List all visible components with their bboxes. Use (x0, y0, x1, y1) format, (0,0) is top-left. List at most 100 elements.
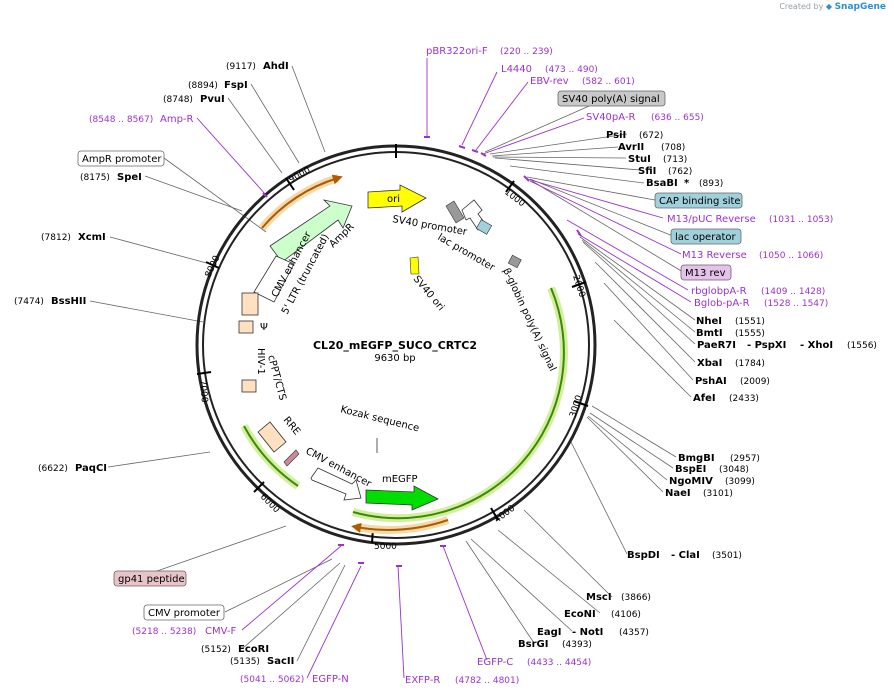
primer-sv40pa-r[interactable]: SV40pA-R (586, 112, 635, 123)
primer-pos-cmv-f: (5218 .. 5238) (132, 627, 196, 637)
primer-pos-egfp-n: (5041 .. 5062) (240, 675, 304, 685)
enzyme-spei[interactable]: SpeI (117, 172, 142, 183)
enzyme-bmgbi[interactable]: BmgBI (678, 453, 715, 464)
enzyme-bspei[interactable]: BspEI (675, 464, 706, 475)
primer-pos-m13-reverse: (1050 .. 1066) (759, 251, 823, 261)
gp41-peptide-box[interactable] (113, 570, 187, 587)
enzyme-pvui[interactable]: PvuI (200, 94, 225, 105)
enzyme-pos-fspi: (8894) (188, 81, 218, 91)
primer-rbglobpa-r[interactable]: rbglobpA-R (691, 286, 747, 297)
enzyme-pos-bmti: (1555) (735, 329, 765, 339)
m13-rev-box-label: M13 rev (685, 268, 726, 279)
primer-pos-exfp-r: (4782 .. 4801) (455, 676, 519, 686)
primer-pos-m13-puc-reverse: (1031 .. 1053) (769, 215, 833, 225)
enzyme-xbai[interactable]: XbaI (697, 358, 722, 369)
enzyme-pshai[interactable]: PshAI (695, 376, 727, 387)
bglobin-label: β-globin poly(A) signal (500, 267, 557, 374)
enzyme-pos-nhei: (1551) (735, 317, 765, 327)
enzyme-pspxi[interactable]: - PspXI (747, 340, 786, 351)
enzyme-fspi[interactable]: FspI (224, 80, 248, 91)
tick-label-7000: 7000 (197, 379, 209, 403)
enzyme-bspdi[interactable]: BspDI (627, 550, 660, 561)
enzyme-bsabi[interactable]: BsaBI (646, 178, 678, 189)
enzyme-psii[interactable]: PsiI (606, 130, 626, 141)
primer-egfp-n[interactable]: EGFP-N (312, 674, 349, 685)
cap-binding-box-label: CAP binding site (659, 196, 741, 207)
sv40-polya-box[interactable] (557, 90, 666, 107)
enzyme-sfii[interactable]: SfiI (638, 166, 656, 177)
cap-binding-box[interactable] (654, 192, 743, 209)
enzyme-pos-pshai: (2009) (740, 377, 770, 387)
lac-operator-box-label: lac operator (675, 232, 736, 243)
tick-label-6000: 6000 (258, 492, 281, 515)
enzyme-ahdi[interactable]: AhdI (263, 61, 289, 72)
enzyme-bsrgi[interactable]: BsrGI (518, 639, 548, 650)
enzyme-connectors (89, 65, 696, 662)
enzyme-pos-ngomiv: (3099) (725, 477, 755, 487)
enzyme-eagi[interactable]: EagI (537, 627, 561, 638)
enzyme-pos-spei: (8175) (80, 173, 110, 183)
primer-pos-egfp-c: (4433 .. 4454) (527, 658, 591, 668)
enzyme-bsshii[interactable]: BssHII (51, 296, 86, 307)
primer-pos-bglob-pa-r: (1528 .. 1547) (764, 299, 828, 309)
credit-brand: SnapGene (834, 2, 886, 12)
enzyme-pos-stui: (713) (663, 155, 687, 165)
enzyme-bmti[interactable]: BmtI (696, 328, 723, 339)
psi-label: Ψ (260, 322, 268, 333)
enzyme-msci[interactable]: MscI (586, 592, 612, 603)
primer-m13-puc-reverse[interactable]: M13/pUC Reverse (667, 214, 756, 225)
enzyme-afei[interactable]: AfeI (693, 393, 716, 404)
tick-marks (196, 144, 589, 544)
primer-pos-sv40pa-r: (636 .. 655) (651, 113, 704, 123)
enzyme-pos-xbai: (1784) (735, 359, 765, 369)
sv40-ori-label: SV40 ori (411, 274, 446, 313)
enzyme-noti[interactable]: - NotI (572, 627, 603, 638)
gp41-feature (283, 449, 300, 467)
lac-operator-box[interactable] (670, 228, 742, 245)
cmv-enhancer-bottom-feature (310, 467, 362, 501)
enzyme-stui[interactable]: StuI (628, 154, 651, 165)
enzyme-ngomiv[interactable]: NgoMIV (669, 476, 713, 487)
m13-rev-box[interactable] (680, 264, 732, 281)
gp41-peptide-box-label: gp41 peptide (118, 574, 185, 585)
enzyme-pos-ahdi: (9117) (226, 62, 256, 72)
primer-cmv-f[interactable]: CMV-F (205, 626, 236, 637)
tick-label-9000: 9000 (288, 165, 313, 185)
lac-promoter-label: lac promoter (436, 232, 498, 274)
enzyme-pos-bmgbi: (2957) (730, 454, 760, 464)
primer-bglob-pa-r[interactable]: Bglob-pA-R (694, 298, 750, 309)
enzyme-pos-afei: (2433) (729, 394, 759, 404)
primer-l4440[interactable]: L4440 (501, 64, 532, 75)
primer-egfp-c[interactable]: EGFP-C (477, 657, 513, 668)
primer-exfp-r[interactable]: EXFP-R (405, 675, 440, 686)
enzyme-sacii[interactable]: SacII (267, 656, 294, 667)
enzyme-naei[interactable]: NaeI (665, 488, 691, 499)
enzyme-ecori[interactable]: EcoRI (238, 644, 269, 655)
primer-connectors (196, 58, 692, 679)
primer-m13-reverse[interactable]: M13 Reverse (682, 250, 747, 261)
enzyme-avrii[interactable]: AvrII (618, 142, 644, 153)
ampr-promoter-box-label: AmpR promoter (82, 154, 162, 165)
enzyme-econi[interactable]: EcoNI (564, 609, 596, 620)
snapgene-credit: Created by ◆ SnapGene (779, 2, 886, 12)
enzyme-paqci[interactable]: PaqCI (75, 463, 107, 474)
enzyme-xcmi[interactable]: XcmI (78, 232, 106, 243)
primer-pbr322ori-f[interactable]: pBR322ori-F (426, 46, 488, 57)
enzyme-paer7i[interactable]: PaeR7I (697, 340, 736, 351)
enzyme-clai[interactable]: - ClaI (671, 550, 700, 561)
ampr-promoter-box[interactable] (77, 150, 165, 167)
ori-label: ori (387, 194, 400, 205)
cmv-promoter-box[interactable] (143, 604, 225, 621)
ampr-orf-arrow (261, 174, 343, 229)
cmv-enhancer-top-feature (253, 255, 295, 303)
enzyme-nhei[interactable]: NheI (696, 316, 722, 327)
enzyme-pos-bsshii: (7474) (14, 297, 44, 307)
enzyme-pos-bsabi: (893) (699, 179, 723, 189)
enzyme-xhoi[interactable]: - XhoI (800, 340, 833, 351)
primer-amp-r[interactable]: Amp-R (160, 114, 194, 125)
primer-ebv-rev[interactable]: EBV-rev (530, 76, 569, 87)
enzyme-pos-paer7i: (1556) (847, 341, 877, 351)
enzyme-pos-msci: (3866) (621, 593, 651, 603)
orf-main-arrow (352, 287, 565, 520)
primer-pos-amp-r: (8548 .. 8567) (89, 115, 153, 125)
